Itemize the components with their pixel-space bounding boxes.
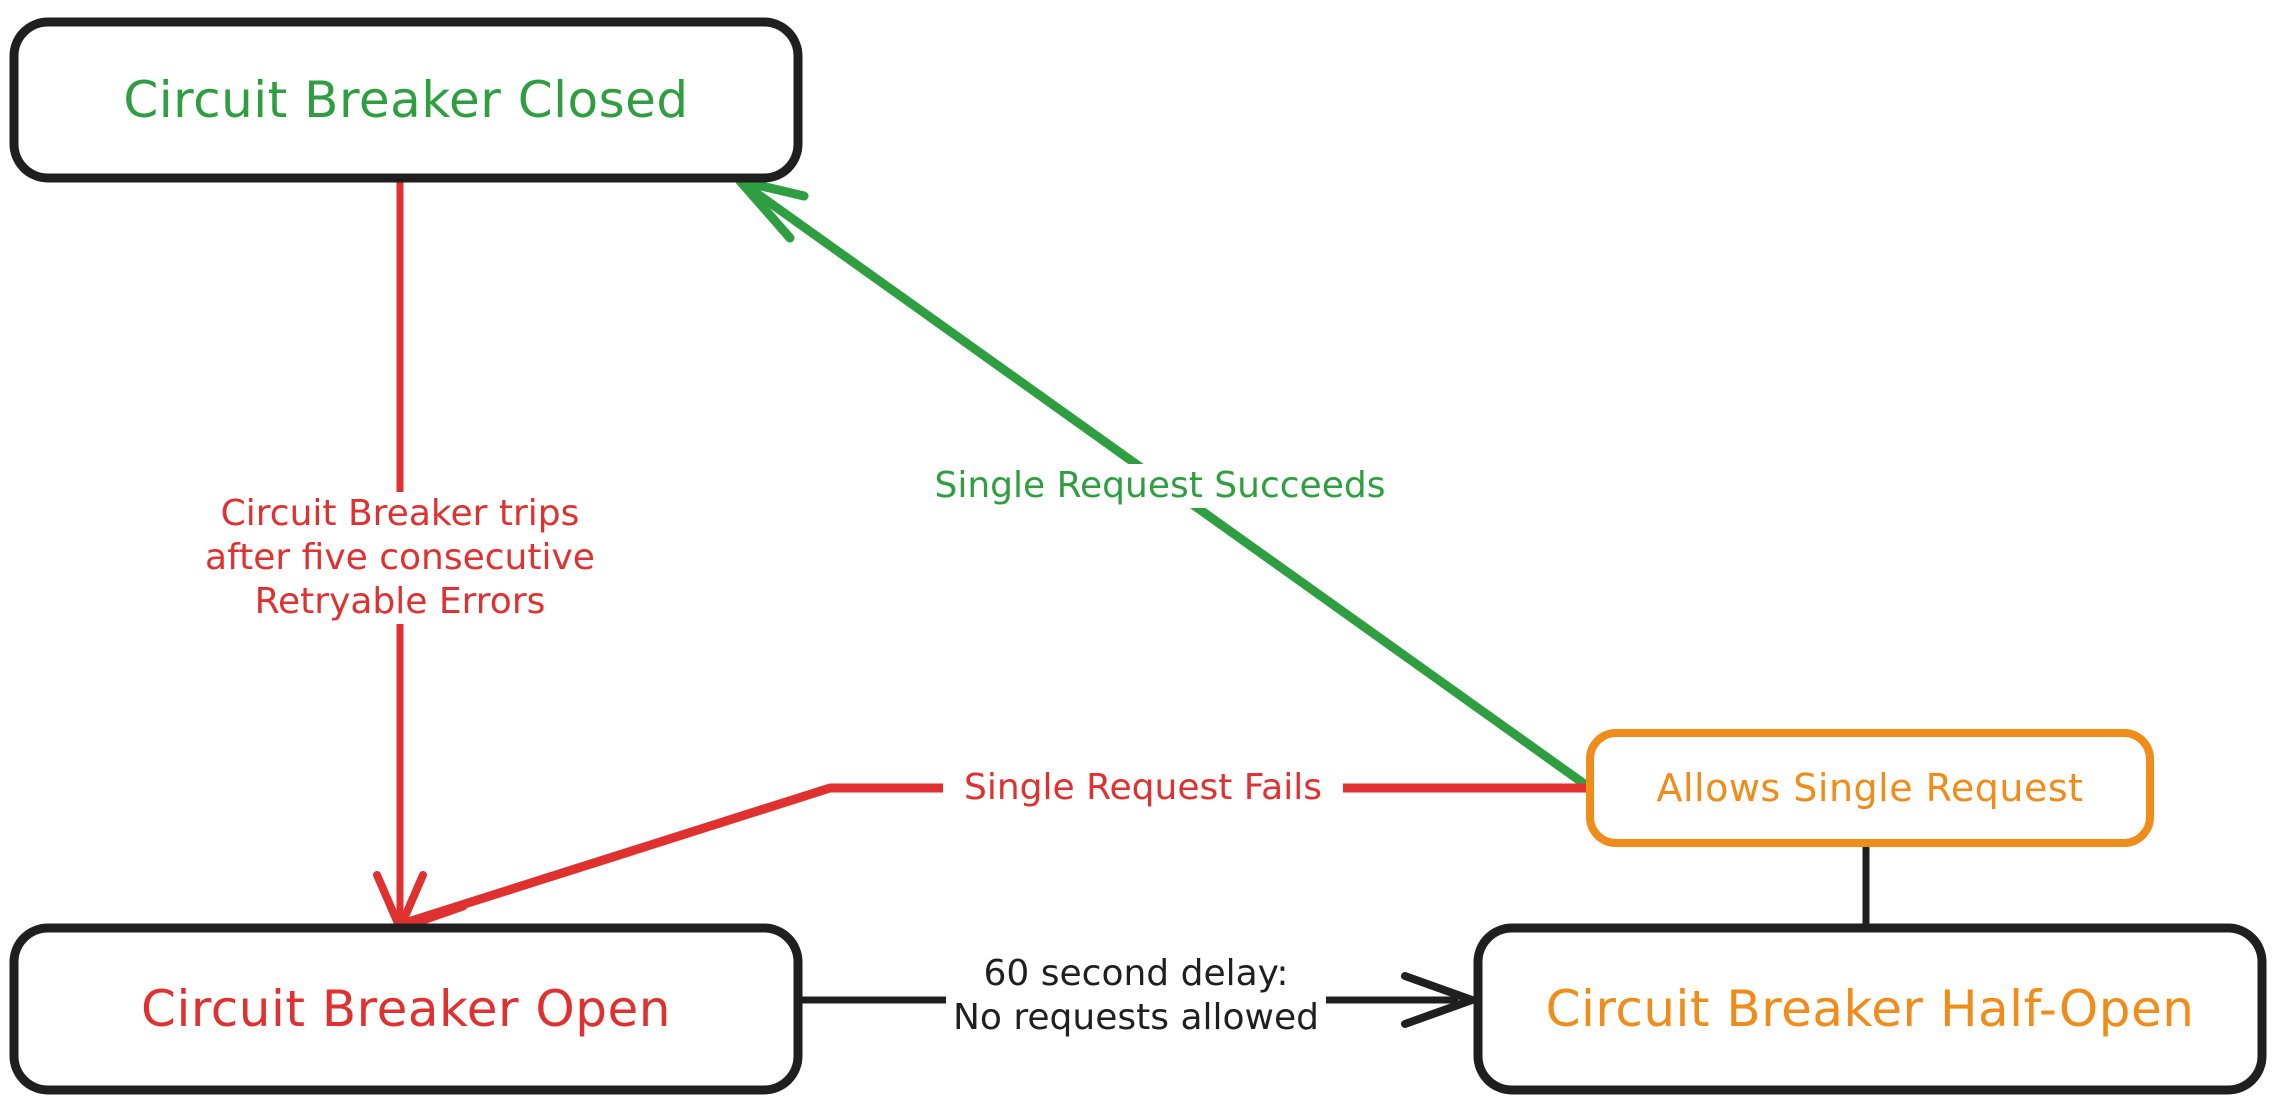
edge-label-half-open-to-closed: Single Request Succeeds: [915, 464, 1405, 508]
node-box-open[interactable]: [9, 923, 803, 1095]
edge-label-line: after five consecutive: [205, 536, 595, 578]
edge-label-open-to-half-open: 60 second delay: No requests allowed: [946, 952, 1326, 1040]
node-box-half-open[interactable]: [1473, 923, 2267, 1095]
edge-label-line: Single Request Fails: [963, 767, 1322, 808]
edge-label-closed-to-open: Circuit Breaker trips after five consecu…: [190, 492, 610, 624]
edge-label-line: No requests allowed: [953, 996, 1319, 1038]
edge-label-line: 60 second delay:: [983, 953, 1289, 994]
edge-label-line: Retryable Errors: [254, 580, 546, 622]
edge-label-line: Circuit Breaker trips: [220, 493, 580, 534]
node-box-allows-single-request[interactable]: [1586, 729, 2154, 847]
edge-label-half-open-to-open: Single Request Fails: [943, 766, 1343, 810]
arrowhead-icon: [373, 871, 427, 932]
edge-label-line: Single Request Succeeds: [934, 465, 1386, 506]
arrowhead-icon: [1401, 972, 1476, 1028]
arrowhead-icon: [735, 176, 809, 243]
node-box-closed[interactable]: [9, 17, 803, 183]
